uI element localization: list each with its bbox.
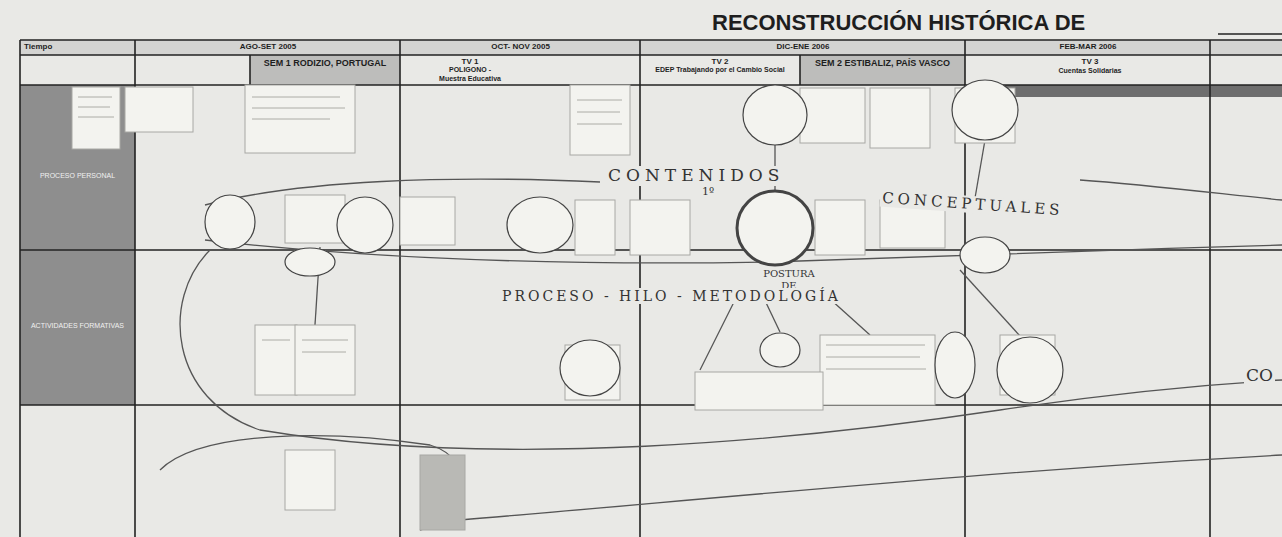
event-cell: TV 3 xyxy=(1060,57,1120,66)
chart-title: RECONSTRUCCIÓN HISTÓRICA DE xyxy=(712,10,1085,35)
event-cell: Muestra Educativa xyxy=(420,75,520,83)
event-cell: Cuentas Solidarias xyxy=(1040,67,1140,75)
header-cell: Tiempo xyxy=(24,42,52,51)
period-header: FEB-MAR 2006 xyxy=(966,42,1210,51)
event-cell: SEM 2 ESTIBALIZ, PAÍS VASCO xyxy=(802,58,963,68)
event-cell: SEM 1 RODIZIO, PORTUGAL xyxy=(252,58,398,68)
handwritten-note: CONTENIDOS xyxy=(606,166,786,186)
handwritten-note: PROCESO - HILO - METODOLOGÍA xyxy=(500,288,843,304)
period-header: AGO-SET 2005 xyxy=(136,42,400,51)
event-cell: POLIGONO - xyxy=(430,66,510,74)
handwritten-note: 1º xyxy=(700,186,716,199)
event-cell: TV 2 xyxy=(690,57,750,66)
event-cell: TV 1 xyxy=(440,57,500,66)
row-label: ACTIVIDADES FORMATIVAS xyxy=(24,322,131,330)
period-header: DIC-ENE 2006 xyxy=(641,42,965,51)
handwritten-note: CO xyxy=(1244,366,1275,386)
event-cell: EDEP Trabajando por el Cambio Social xyxy=(650,66,790,74)
handwritten-note: CONCEPTUALES xyxy=(880,190,1066,220)
row-label: PROCESO PERSONAL xyxy=(24,172,131,180)
period-header: OCT- NOV 2005 xyxy=(401,42,640,51)
